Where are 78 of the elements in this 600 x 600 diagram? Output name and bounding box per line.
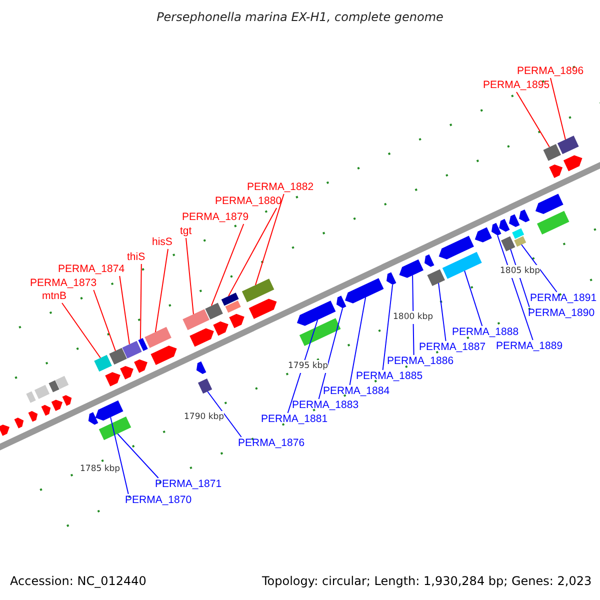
- leader-line: [210, 224, 244, 306]
- gene-box: [427, 269, 445, 286]
- gene-box: [138, 338, 148, 351]
- gene-label: thiS: [127, 251, 146, 264]
- leader-line: [119, 276, 130, 345]
- gene-label: PERMA_1870: [125, 494, 192, 507]
- leader-line: [228, 208, 278, 297]
- gene-box: [557, 136, 579, 154]
- gene-box: [98, 416, 132, 440]
- gene-box: [109, 348, 127, 365]
- gene-label: PERMA_1884: [323, 385, 390, 398]
- gene-label: PERMA_1890: [528, 307, 595, 320]
- scale-label: 1800 kbp: [393, 311, 434, 324]
- gene-label: PERMA_1896: [517, 65, 584, 78]
- gene-symbol: [399, 259, 424, 278]
- leader-line: [186, 238, 194, 315]
- leader-line: [287, 319, 318, 414]
- leader-line: [110, 416, 129, 494]
- gene-label: PERMA_1885: [356, 370, 423, 383]
- gene-label: hisS: [152, 236, 172, 249]
- gene-symbol: [386, 272, 396, 285]
- gene-box: [94, 354, 112, 372]
- gene-box: [501, 236, 516, 252]
- gene-box: [514, 236, 526, 247]
- gene-label: PERMA_1882: [247, 181, 314, 194]
- leader-line: [93, 290, 116, 352]
- gene-label: tgt: [180, 225, 192, 238]
- gene-box: [205, 302, 223, 320]
- gene-label: PERMA_1876: [238, 437, 305, 450]
- gene-symbol: [95, 400, 124, 421]
- leader-line: [140, 264, 142, 340]
- gene-box: [442, 252, 482, 279]
- gene-label: PERMA_1895: [483, 79, 550, 92]
- leader-line: [438, 282, 446, 342]
- gene-box: [182, 309, 210, 330]
- gene-box: [221, 292, 239, 306]
- gene-box: [144, 326, 172, 348]
- gene-label: PERMA_1881: [261, 413, 328, 426]
- footer-text: Accession: NC_012440: [10, 575, 146, 588]
- gene-label: PERMA_1871: [155, 478, 222, 491]
- gene-label: PERMA_1874: [58, 263, 125, 276]
- gene-label: PERMA_1873: [30, 277, 97, 290]
- gene-label: PERMA_1886: [387, 355, 454, 368]
- chart-title: Persephonella marina EX-H1, complete genome: [156, 11, 444, 24]
- gene-symbol: [336, 296, 346, 308]
- gene-box: [122, 340, 142, 358]
- leader-line: [382, 284, 394, 370]
- leader-line: [464, 270, 483, 326]
- scale-label: 1805 kbp: [500, 265, 540, 278]
- gene-label: PERMA_1888: [452, 326, 519, 339]
- gene-label: mtnB: [42, 290, 67, 303]
- footer-text: Topology: circular; Length: 1,930,284 bp; Genes: 2,023: [262, 575, 592, 588]
- scale-label: 1795 kbp: [288, 360, 328, 373]
- leader-line: [318, 308, 344, 400]
- leader-line: [516, 92, 550, 148]
- scale-label: 1785 kbp: [80, 463, 120, 476]
- leader-line: [520, 244, 558, 292]
- gene-label: PERMA_1887: [419, 341, 486, 354]
- gene-symbol: [491, 222, 502, 236]
- gene-box: [543, 144, 561, 161]
- gene-label: PERMA_1879: [182, 211, 249, 224]
- leader-line: [207, 391, 242, 438]
- leader-line: [62, 302, 101, 358]
- leader-line: [154, 248, 168, 333]
- leader-line: [550, 78, 566, 140]
- gene-box: [242, 278, 274, 302]
- gene-box: [198, 378, 212, 394]
- gene-symbol: [344, 278, 384, 304]
- scale-label: 1790 kbp: [184, 411, 224, 424]
- leader-line: [349, 296, 366, 386]
- gene-label: PERMA_1889: [496, 340, 563, 353]
- leader-line: [117, 433, 159, 478]
- gene-label: PERMA_1891: [530, 292, 597, 305]
- gene-label: PERMA_1880: [215, 195, 282, 208]
- gene-label: PERMA_1883: [292, 399, 359, 412]
- gene-box: [537, 210, 570, 234]
- gene-symbol: [296, 300, 336, 326]
- leader-line: [254, 194, 284, 286]
